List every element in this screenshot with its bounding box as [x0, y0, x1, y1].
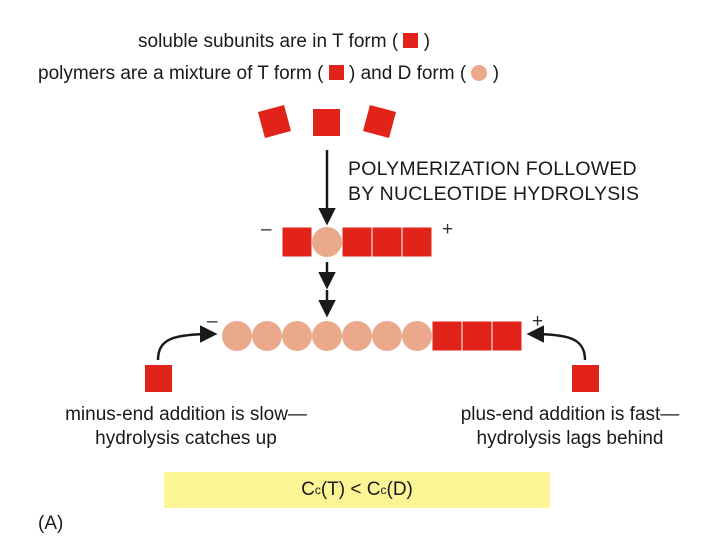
- long-filament-d-subunit-7: [402, 321, 432, 351]
- short-filament-d-subunit-2: [312, 227, 342, 257]
- formula-sub1: c: [314, 483, 321, 497]
- short-filament-plus-sign: +: [442, 219, 454, 240]
- panel-label: (A): [38, 513, 64, 534]
- long-filament-d-subunit-3: [282, 321, 312, 351]
- long-filament-t-subunit-9: [462, 321, 492, 351]
- peach-circle-icon: [471, 65, 488, 81]
- minus-end-caption-line2: hydrolysis catches up: [95, 428, 277, 449]
- formula-sub2: c: [380, 483, 387, 497]
- plus-end-caption-line1: plus-end addition is fast—: [460, 404, 680, 425]
- free-subunit-middle: [313, 109, 340, 136]
- red-square-icon: [403, 33, 419, 48]
- short-filament: [282, 227, 432, 257]
- formula-c2: C: [366, 479, 381, 500]
- legend-line2-text-b: ) and D form (: [349, 63, 467, 84]
- minus-end-incoming-subunit: [145, 365, 172, 392]
- short-filament-t-subunit-4: [372, 227, 402, 257]
- long-filament-minus-sign: –: [207, 311, 218, 332]
- long-filament-plus-sign: +: [532, 311, 544, 332]
- legend-soluble-subunits: soluble subunits are in T form ( ): [138, 30, 430, 54]
- long-filament-d-subunit-5: [342, 321, 372, 351]
- long-filament-d-subunit-6: [372, 321, 402, 351]
- formula-d: (D): [386, 479, 413, 500]
- long-filament: [222, 321, 522, 351]
- short-filament-t-subunit-1: [282, 227, 312, 257]
- legend-line1-text: soluble subunits are in T form (: [138, 31, 399, 52]
- red-square-icon: [328, 65, 344, 80]
- minus-end-caption: minus-end addition is slow— hydrolysis c…: [36, 403, 336, 451]
- long-filament-t-subunit-10: [492, 321, 522, 351]
- formula-c1: C: [301, 479, 315, 500]
- polymerization-label-line2: BY NUCLEOTIDE HYDROLYSIS: [348, 183, 640, 205]
- legend-polymers: polymers are a mixture of T form ( ) and…: [38, 62, 499, 86]
- plus-end-incoming-subunit: [572, 365, 599, 392]
- minus-end-addition-arrow: [156, 325, 218, 361]
- short-filament-minus-sign: –: [261, 219, 272, 240]
- long-filament-d-subunit-2: [252, 321, 282, 351]
- free-subunit-right: [362, 104, 397, 139]
- plus-end-addition-arrow: [526, 325, 587, 361]
- plus-end-caption: plus-end addition is fast— hydrolysis la…: [425, 403, 715, 451]
- free-subunit-left: [257, 104, 292, 139]
- legend-line2-text-a: polymers are a mixture of T form (: [38, 63, 324, 84]
- short-filament-t-subunit-5: [402, 227, 432, 257]
- plus-end-caption-line2: hydrolysis lags behind: [476, 428, 664, 449]
- long-filament-d-subunit-4: [312, 321, 342, 351]
- polymerization-label: POLYMERIZATION FOLLOWED BY NUCLEOTIDE HY…: [348, 157, 639, 207]
- minus-end-caption-line1: minus-end addition is slow—: [65, 404, 307, 425]
- long-filament-t-subunit-8: [432, 321, 462, 351]
- legend-line2-close: ): [492, 63, 500, 84]
- long-filament-d-subunit-1: [222, 321, 252, 351]
- formula-t: (T) <: [320, 479, 367, 500]
- polymerization-label-line1: POLYMERIZATION FOLLOWED: [348, 158, 637, 180]
- legend-line1-close: ): [423, 31, 431, 52]
- short-filament-t-subunit-3: [342, 227, 372, 257]
